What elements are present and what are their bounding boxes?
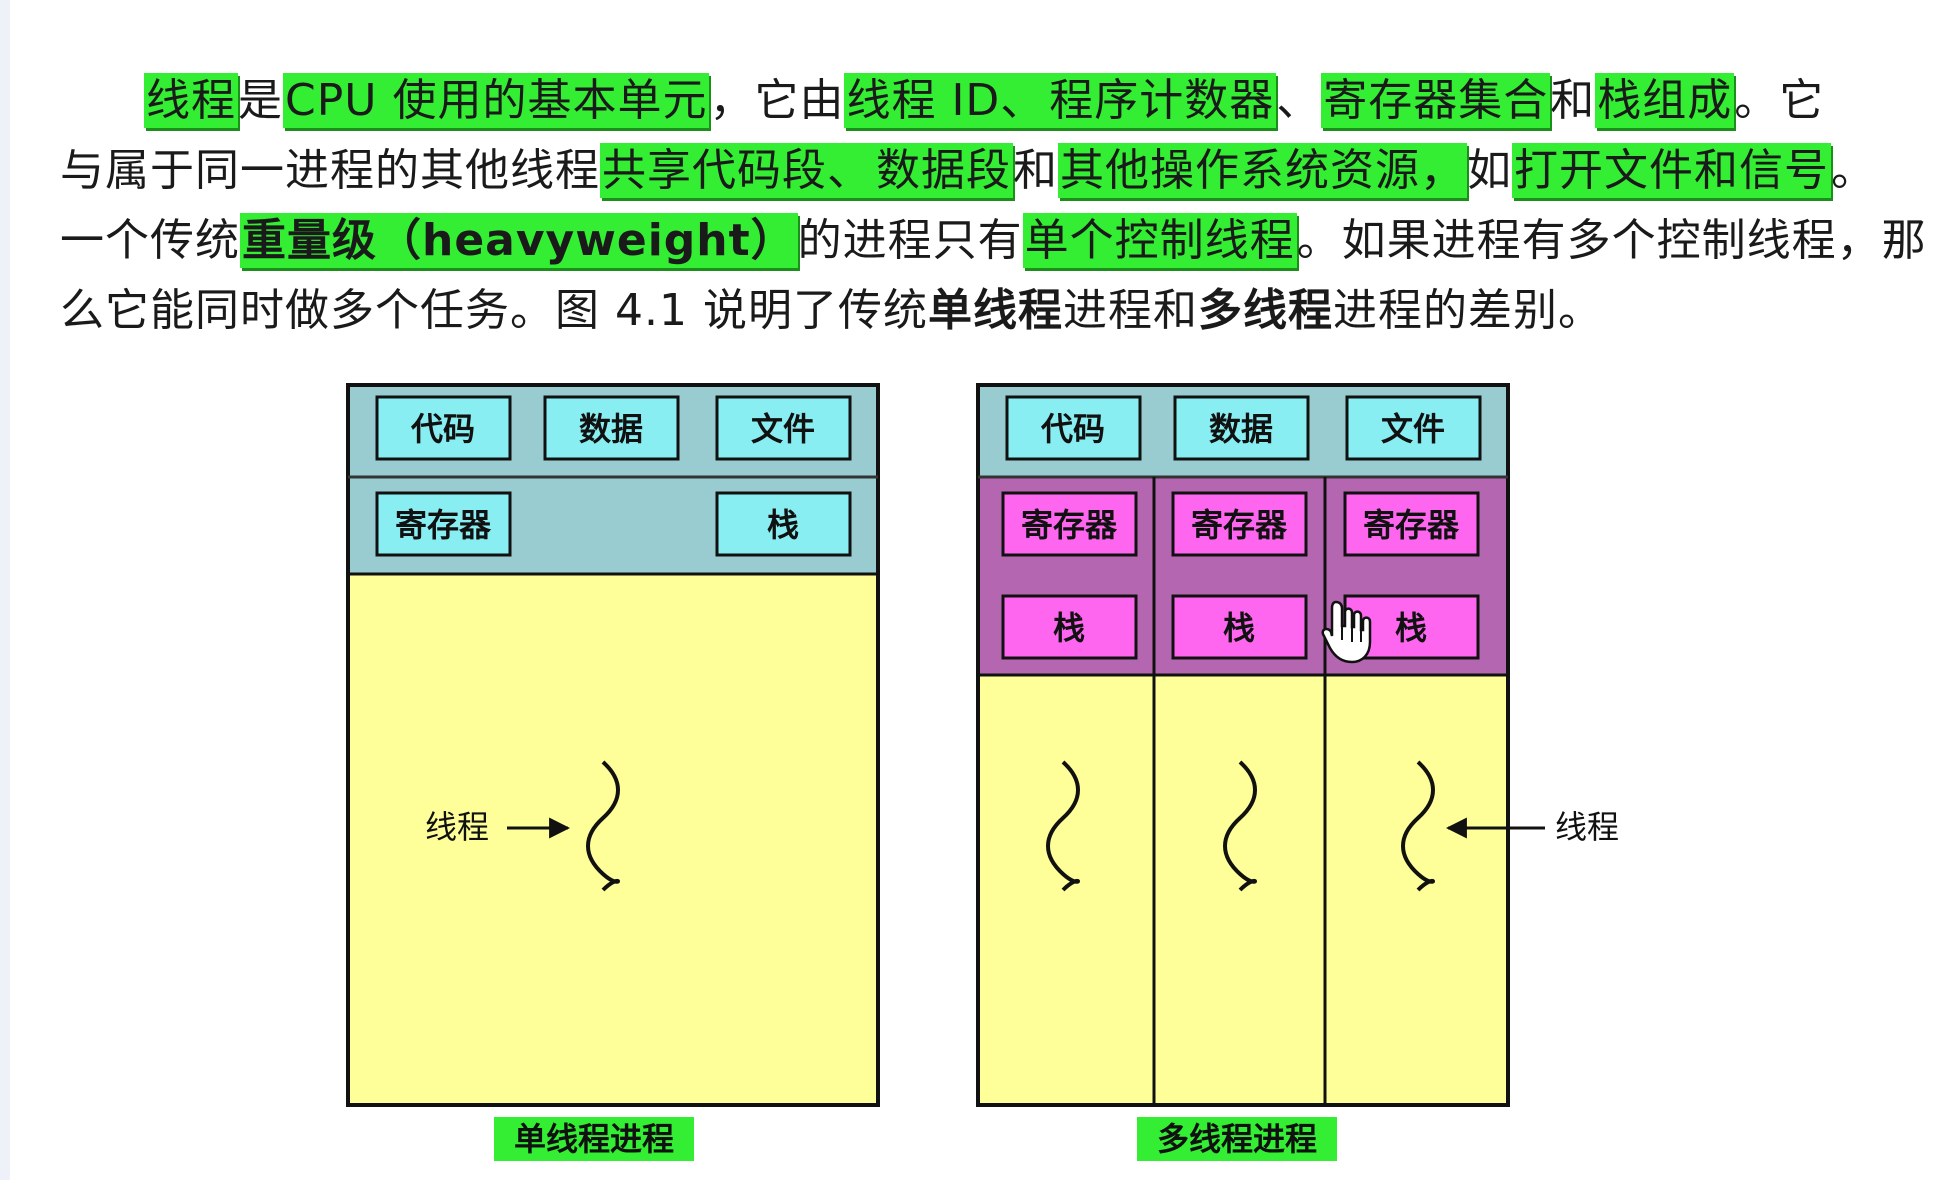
text-run: 如 xyxy=(1467,145,1512,196)
single-stack-box: 栈 xyxy=(715,491,852,557)
highlight: 其他操作系统资源， xyxy=(1058,143,1467,198)
text-run: 么它能同时做多个任务。图 4.1 说明了传统 xyxy=(60,285,928,336)
highlight: 栈组成 xyxy=(1595,73,1735,128)
thread-1-stack-box: 栈 xyxy=(1001,594,1138,660)
single-code-box: 代码 xyxy=(375,395,512,461)
multi-data-label: 数据 xyxy=(1209,410,1273,448)
single-thread-squiggle xyxy=(586,760,620,892)
multi-code-label: 代码 xyxy=(1040,410,1105,448)
text-run: 进程的差别。 xyxy=(1332,285,1603,336)
thread-1-registers-box: 寄存器 xyxy=(1001,491,1138,557)
bold-term: 多线程 xyxy=(1197,285,1333,336)
multi-thread-label: 线程 xyxy=(1555,808,1619,846)
single-caption: 单线程进程 xyxy=(514,1120,674,1158)
thread-2-registers-box: 寄存器 xyxy=(1171,491,1308,557)
thread-2-registers-label: 寄存器 xyxy=(1191,506,1288,544)
highlight: 重量级（heavyweight） xyxy=(240,213,798,268)
single-data-box: 数据 xyxy=(543,395,680,461)
paragraph-line-4: 么它能同时做多个任务。图 4.1 说明了传统单线程进程和多线程进程的差别。 xyxy=(60,276,1900,346)
thread-2-stack-label: 栈 xyxy=(1223,609,1255,647)
thread-3-squiggle xyxy=(1401,760,1435,892)
single-data-label: 数据 xyxy=(579,410,643,448)
multi-caption-bg xyxy=(1137,1117,1337,1161)
single-caption-bg xyxy=(494,1117,694,1161)
single-stack-label: 栈 xyxy=(767,506,799,544)
highlight: 寄存器集合 xyxy=(1321,73,1551,128)
multi-caption: 多线程进程 xyxy=(1157,1120,1317,1158)
thread-2-stack-box: 栈 xyxy=(1171,594,1308,660)
highlight: 数据段 xyxy=(874,143,1013,198)
highlight: 单个控制线程 xyxy=(1022,213,1297,268)
text-run: ，它由 xyxy=(709,75,845,126)
single-registers-label: 寄存器 xyxy=(395,506,492,544)
body-paragraph: 线程是CPU 使用的基本单元，它由线程 ID、程序计数器、寄存器集合和栈组成。它… xyxy=(60,66,1926,346)
text-run: 和 xyxy=(1013,145,1058,196)
text-run: 。 xyxy=(1831,145,1876,196)
thread-3-registers-label: 寄存器 xyxy=(1363,506,1460,544)
single-registers-box: 寄存器 xyxy=(375,491,512,557)
thread-1-stack-label: 栈 xyxy=(1053,609,1085,647)
text-run: 一个传统 xyxy=(60,215,240,266)
text-run: 和 xyxy=(1550,75,1596,126)
highlight: 程序计数器 xyxy=(1047,73,1277,128)
multi-files-label: 文件 xyxy=(1381,410,1445,448)
page-edge xyxy=(0,0,10,1180)
paragraph-line-2: 与属于同一进程的其他线程共享代码段、数据段和其他操作系统资源，如打开文件和信号。 xyxy=(60,136,1900,206)
text-run: 与属于同一进程的其他线程 xyxy=(60,145,600,196)
text-run: 。如果进程有多个控制线程，那 xyxy=(1296,215,1927,266)
thread-2-squiggle xyxy=(1223,760,1257,892)
multi-code-box: 代码 xyxy=(1005,395,1142,461)
highlight: 线程 xyxy=(144,73,238,128)
single-code-label: 代码 xyxy=(410,410,475,448)
thread-3-stack-label: 栈 xyxy=(1395,609,1427,647)
highlight: CPU 使用的基本单元 xyxy=(283,73,710,128)
single-files-box: 文件 xyxy=(715,395,852,461)
highlight: 线程 ID、 xyxy=(844,73,1048,128)
text-run: 是 xyxy=(238,75,283,126)
multi-files-box: 文件 xyxy=(1345,395,1482,461)
single-thread-label: 线程 xyxy=(425,808,489,846)
thread-3-registers-box: 寄存器 xyxy=(1343,491,1480,557)
thread-1-squiggle xyxy=(1046,760,1080,892)
highlight: 共享代码段、 xyxy=(600,143,874,198)
highlight: 打开文件和信号 xyxy=(1512,143,1831,198)
bold-term: 单线程 xyxy=(927,285,1063,336)
text-run: 。它 xyxy=(1734,75,1825,126)
single-files-label: 文件 xyxy=(751,410,815,448)
paragraph-line-1: 线程是CPU 使用的基本单元，它由线程 ID、程序计数器、寄存器集合和栈组成。它 xyxy=(60,66,1900,136)
hand-pointer-icon xyxy=(1321,600,1372,664)
text-run: 的进程只有 xyxy=(797,215,1023,266)
thread-1-registers-label: 寄存器 xyxy=(1021,506,1118,544)
single-thread-process: 代码 数据 文件 寄存器 栈 线程 单线程进程 xyxy=(346,383,880,1161)
paragraph-line-3: 一个传统重量级（heavyweight）的进程只有单个控制线程。如果进程有多个控… xyxy=(60,206,1926,276)
text-run: 、 xyxy=(1276,75,1322,126)
multi-data-box: 数据 xyxy=(1173,395,1310,461)
multi-thread-process: 代码 数据 文件 寄存器 寄存器 寄存器 栈 栈 xyxy=(976,383,1619,1161)
text-run: 进程和 xyxy=(1062,285,1198,336)
